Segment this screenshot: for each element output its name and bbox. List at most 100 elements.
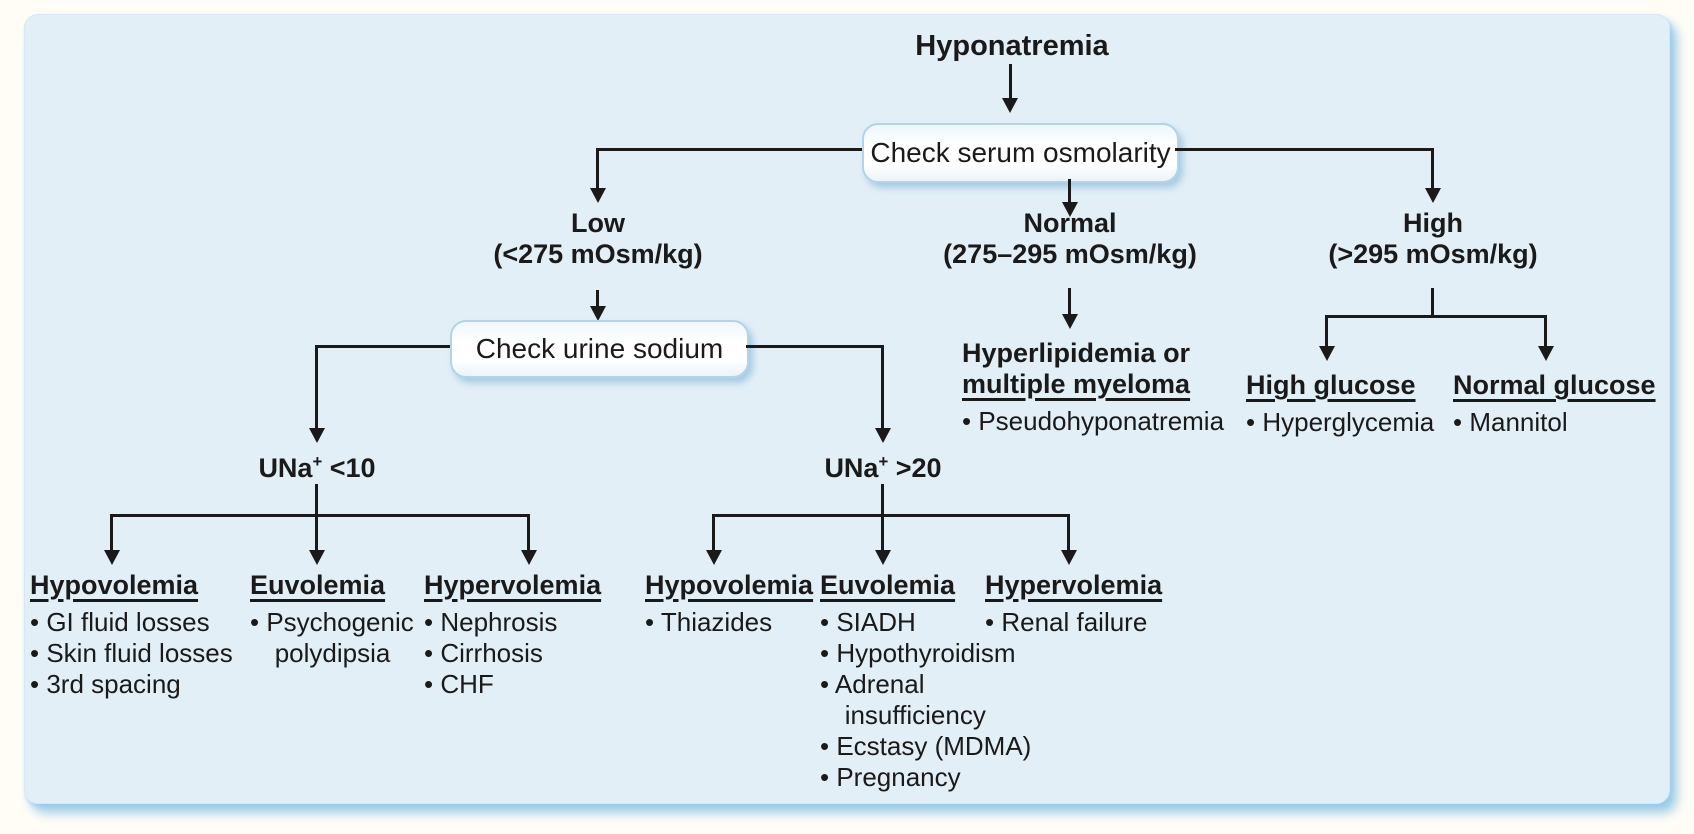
arrow-down-icon bbox=[309, 428, 325, 443]
check-serum-osmolarity-box: Check serum osmolarity bbox=[862, 123, 1179, 183]
branch-low-range: (<275 mOsm/kg) bbox=[493, 239, 703, 269]
list-item: • Psychogenic polydipsia bbox=[250, 607, 414, 668]
column-heading: Euvolemia bbox=[250, 570, 386, 600]
una-high-sup: + bbox=[878, 452, 889, 471]
connector-line bbox=[1009, 64, 1012, 100]
check-urine-sodium-label: Check urine sodium bbox=[475, 333, 724, 364]
connector-line bbox=[881, 345, 884, 430]
connector-line bbox=[110, 514, 113, 552]
column-normal-glucose: Normal glucose • Mannitol bbox=[1453, 370, 1668, 438]
column-hypovolemia-low: Hypovolemia • GI fluid losses• Skin flui… bbox=[30, 570, 242, 700]
list-item: • Pregnancy bbox=[820, 762, 961, 792]
branch-high-range: (>295 mOsm/kg) bbox=[1328, 239, 1538, 269]
column-heading: Normal glucose bbox=[1453, 370, 1656, 400]
arrow-down-icon bbox=[1319, 346, 1335, 361]
connector-line bbox=[1175, 148, 1433, 151]
column-hypervolemia-high: Hypervolemia • Renal failure bbox=[985, 570, 1215, 638]
column-high-glucose: High glucose • Hyperglycemia bbox=[1246, 370, 1451, 438]
arrow-down-icon bbox=[1538, 346, 1554, 361]
list-item: • Adrenal insufficiency bbox=[820, 669, 986, 730]
connector-line bbox=[315, 484, 318, 516]
column-items: • Psychogenic polydipsia bbox=[250, 607, 445, 669]
flowchart-panel bbox=[24, 14, 1670, 804]
connector-line bbox=[596, 290, 599, 308]
list-item: • CHF bbox=[424, 669, 494, 699]
chart-title: Hyponatremia bbox=[915, 30, 1109, 62]
branch-low-label: Low bbox=[571, 208, 625, 238]
connector-line bbox=[596, 148, 599, 190]
arrow-down-icon bbox=[875, 428, 891, 443]
connector-line bbox=[1544, 315, 1547, 348]
branch-normal-label: Normal bbox=[1023, 208, 1117, 238]
una-high-label: UNa+ >20 bbox=[783, 452, 983, 484]
check-urine-sodium-box: Check urine sodium bbox=[450, 320, 749, 378]
connector-line bbox=[317, 345, 450, 348]
una-high-base: UNa bbox=[824, 453, 879, 483]
list-item: • SIADH bbox=[820, 607, 916, 637]
column-normal-osmolarity: Hyperlipidemia or multiple myeloma • Pse… bbox=[962, 338, 1252, 437]
arrow-down-icon bbox=[1061, 550, 1077, 565]
connector-line bbox=[1431, 288, 1434, 318]
branch-low: Low (<275 mOsm/kg) bbox=[478, 208, 718, 270]
arrow-down-icon bbox=[590, 306, 606, 321]
arrow-down-icon bbox=[1425, 188, 1441, 203]
column-hypervolemia-low: Hypervolemia • Nephrosis• Cirrhosis• CHF bbox=[424, 570, 634, 700]
connector-line bbox=[712, 514, 715, 552]
connector-line bbox=[712, 514, 1070, 517]
una-low-base: UNa bbox=[258, 453, 313, 483]
branch-normal-range: (275–295 mOsm/kg) bbox=[943, 239, 1197, 269]
una-low-label: UNa+ <10 bbox=[217, 452, 417, 484]
column-items: • Pseudohyponatremia bbox=[962, 406, 1252, 437]
column-items: • Thiazides bbox=[645, 607, 810, 638]
arrow-down-icon bbox=[590, 188, 606, 203]
column-heading: Euvolemia bbox=[820, 570, 956, 600]
una-low-sup: + bbox=[312, 452, 323, 471]
connector-line bbox=[1068, 288, 1071, 316]
column-heading-line1: Hyperlipidemia or bbox=[962, 338, 1191, 368]
column-heading: Hypovolemia bbox=[30, 570, 199, 600]
list-item: • Thiazides bbox=[645, 607, 773, 637]
arrow-down-icon bbox=[706, 550, 722, 565]
una-low-rest: <10 bbox=[322, 453, 376, 483]
una-high-rest: >20 bbox=[888, 453, 942, 483]
connector-line bbox=[598, 148, 862, 151]
connector-line bbox=[881, 484, 884, 516]
column-items: • Nephrosis• Cirrhosis• CHF bbox=[424, 607, 634, 700]
column-hypovolemia-high: Hypovolemia • Thiazides bbox=[645, 570, 813, 638]
column-heading: High glucose bbox=[1246, 370, 1416, 400]
connector-line bbox=[1067, 514, 1070, 552]
connector-line bbox=[1431, 148, 1434, 190]
check-serum-osmolarity-label: Check serum osmolarity bbox=[870, 137, 1171, 168]
column-items: • Renal failure bbox=[985, 607, 1215, 638]
list-item: • Pseudohyponatremia bbox=[962, 406, 1225, 436]
connector-line bbox=[746, 345, 883, 348]
list-item: • Hypothyroidism bbox=[820, 638, 1016, 668]
column-items: • Hyperglycemia bbox=[1246, 407, 1451, 438]
column-euvolemia-high: Euvolemia • SIADH• Hypothyroidism• Adren… bbox=[820, 570, 1055, 793]
list-item: • Skin fluid losses bbox=[30, 638, 233, 668]
column-items: • GI fluid losses• Skin fluid losses• 3r… bbox=[30, 607, 242, 700]
arrow-down-icon bbox=[875, 550, 891, 565]
list-item: • 3rd spacing bbox=[30, 669, 181, 699]
column-euvolemia-low: Euvolemia • Psychogenic polydipsia bbox=[250, 570, 445, 669]
list-item: • Hyperglycemia bbox=[1246, 407, 1435, 437]
arrow-down-icon bbox=[1062, 202, 1078, 217]
column-items: • Mannitol bbox=[1453, 407, 1668, 438]
list-item: • Ecstasy (MDMA) bbox=[820, 731, 1032, 761]
connector-line bbox=[315, 345, 318, 430]
list-item: • Renal failure bbox=[985, 607, 1148, 637]
arrow-down-icon bbox=[309, 550, 325, 565]
arrow-down-icon bbox=[521, 550, 537, 565]
connector-line bbox=[110, 514, 530, 517]
connector-line bbox=[1325, 315, 1328, 348]
list-item: • Nephrosis bbox=[424, 607, 558, 637]
branch-normal: Normal (275–295 mOsm/kg) bbox=[930, 208, 1210, 270]
column-heading: Hypervolemia bbox=[424, 570, 602, 600]
connector-line bbox=[881, 514, 884, 552]
list-item: • GI fluid losses bbox=[30, 607, 210, 637]
list-item: • Mannitol bbox=[1453, 407, 1568, 437]
column-heading: Hypervolemia bbox=[985, 570, 1163, 600]
list-item: • Cirrhosis bbox=[424, 638, 543, 668]
column-items: • SIADH• Hypothyroidism• Adrenal insuffi… bbox=[820, 607, 1055, 793]
